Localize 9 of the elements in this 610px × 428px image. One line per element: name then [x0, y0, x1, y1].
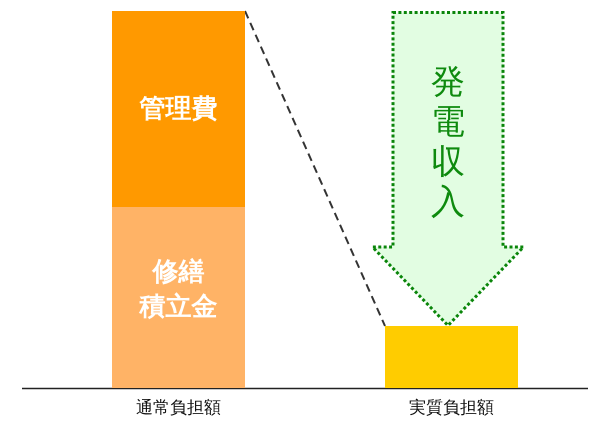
bar-label: 管理費	[140, 92, 218, 126]
dashed-line	[244, 10, 386, 326]
bar-segment	[112, 11, 245, 207]
bar-label: 修繕積立金	[140, 256, 218, 324]
bar-caption: 通常負担額	[136, 397, 221, 419]
bar	[385, 326, 518, 388]
bar-caption: 実質負担額	[409, 397, 494, 419]
bar-segment	[112, 207, 245, 388]
arrow-label: 発電収入	[430, 62, 466, 222]
